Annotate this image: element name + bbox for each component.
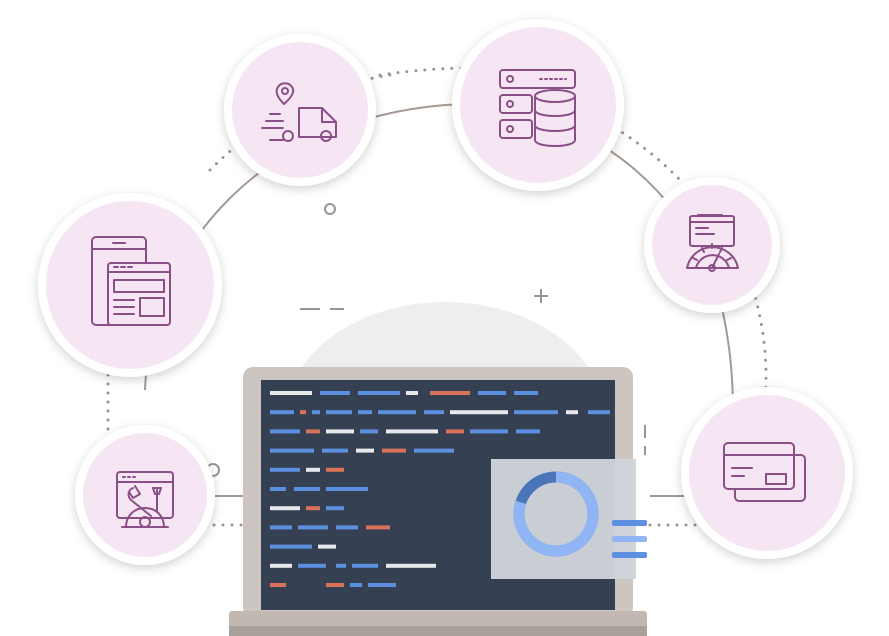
donut-chart-arc bbox=[513, 471, 599, 557]
code-line-segment bbox=[424, 410, 444, 415]
code-line-segment bbox=[336, 525, 358, 530]
code-line-segment bbox=[356, 448, 374, 453]
laptop-base-shadow bbox=[229, 626, 647, 636]
web-settings-tools-icon bbox=[116, 471, 174, 528]
code-line-segment bbox=[298, 525, 328, 530]
code-line-segment bbox=[382, 448, 406, 453]
delivery-truck-icon bbox=[261, 82, 337, 142]
code-line-segment bbox=[326, 583, 344, 587]
code-line-segment bbox=[366, 525, 390, 530]
code-line-segment bbox=[368, 583, 396, 587]
analytics-panel bbox=[491, 459, 647, 579]
code-line-segment bbox=[320, 391, 350, 395]
code-line-segment bbox=[446, 429, 464, 434]
code-line-segment bbox=[514, 391, 538, 395]
code-line-segment bbox=[350, 583, 362, 587]
code-line-segment bbox=[270, 429, 300, 434]
code-line-segment bbox=[270, 448, 314, 453]
panel-bar bbox=[612, 536, 647, 542]
code-line-segment bbox=[516, 429, 540, 434]
code-line-segment bbox=[414, 448, 454, 453]
code-line-segment bbox=[352, 563, 378, 568]
code-line-segment bbox=[336, 563, 346, 568]
code-line-segment bbox=[300, 410, 306, 415]
code-line-segment bbox=[514, 410, 558, 415]
code-line-segment bbox=[312, 410, 320, 415]
code-line-segment bbox=[386, 563, 436, 568]
speedometer-dashboard-icon bbox=[686, 214, 739, 272]
decorative-marks bbox=[206, 203, 646, 477]
code-line-segment bbox=[270, 583, 286, 587]
small-ring-mark bbox=[324, 203, 336, 215]
code-line-segment bbox=[430, 391, 470, 395]
code-line-segment bbox=[322, 448, 348, 453]
code-line-segment bbox=[588, 410, 610, 415]
database-server-icon bbox=[499, 69, 576, 147]
code-line-segment bbox=[326, 506, 344, 511]
code-line-segment bbox=[270, 487, 286, 491]
code-line-segment bbox=[378, 410, 416, 415]
code-line-segment bbox=[270, 391, 312, 395]
code-line-segment bbox=[270, 525, 292, 530]
code-line-segment bbox=[294, 487, 320, 491]
code-line-segment bbox=[358, 410, 372, 415]
code-line-segment bbox=[326, 410, 352, 415]
code-line-segment bbox=[470, 429, 508, 434]
code-line-segment bbox=[306, 467, 320, 472]
code-line-segment bbox=[326, 467, 344, 472]
code-line-segment bbox=[360, 429, 378, 434]
code-line-segment bbox=[478, 391, 506, 395]
code-line-segment bbox=[270, 506, 300, 511]
code-line-segment bbox=[406, 391, 418, 395]
panel-bar bbox=[612, 520, 647, 526]
code-line-segment bbox=[270, 563, 292, 568]
code-line-segment bbox=[358, 391, 400, 395]
code-line-segment bbox=[326, 487, 368, 491]
code-line-segment bbox=[298, 563, 326, 568]
code-line-segment bbox=[306, 429, 320, 434]
code-line-segment bbox=[566, 410, 578, 415]
code-line-segment bbox=[270, 410, 294, 415]
code-line-segment bbox=[386, 429, 438, 434]
code-lines bbox=[270, 391, 610, 587]
code-line-segment bbox=[306, 506, 320, 511]
code-line-segment bbox=[318, 544, 336, 549]
code-line-segment bbox=[326, 429, 354, 434]
code-line-segment bbox=[270, 544, 312, 549]
credit-card-icon bbox=[723, 442, 806, 502]
mobile-web-layout-icon bbox=[91, 236, 171, 326]
code-line-segment bbox=[450, 410, 508, 415]
panel-bar bbox=[612, 552, 647, 558]
plus-mark bbox=[534, 289, 548, 303]
code-line-segment bbox=[270, 467, 300, 472]
